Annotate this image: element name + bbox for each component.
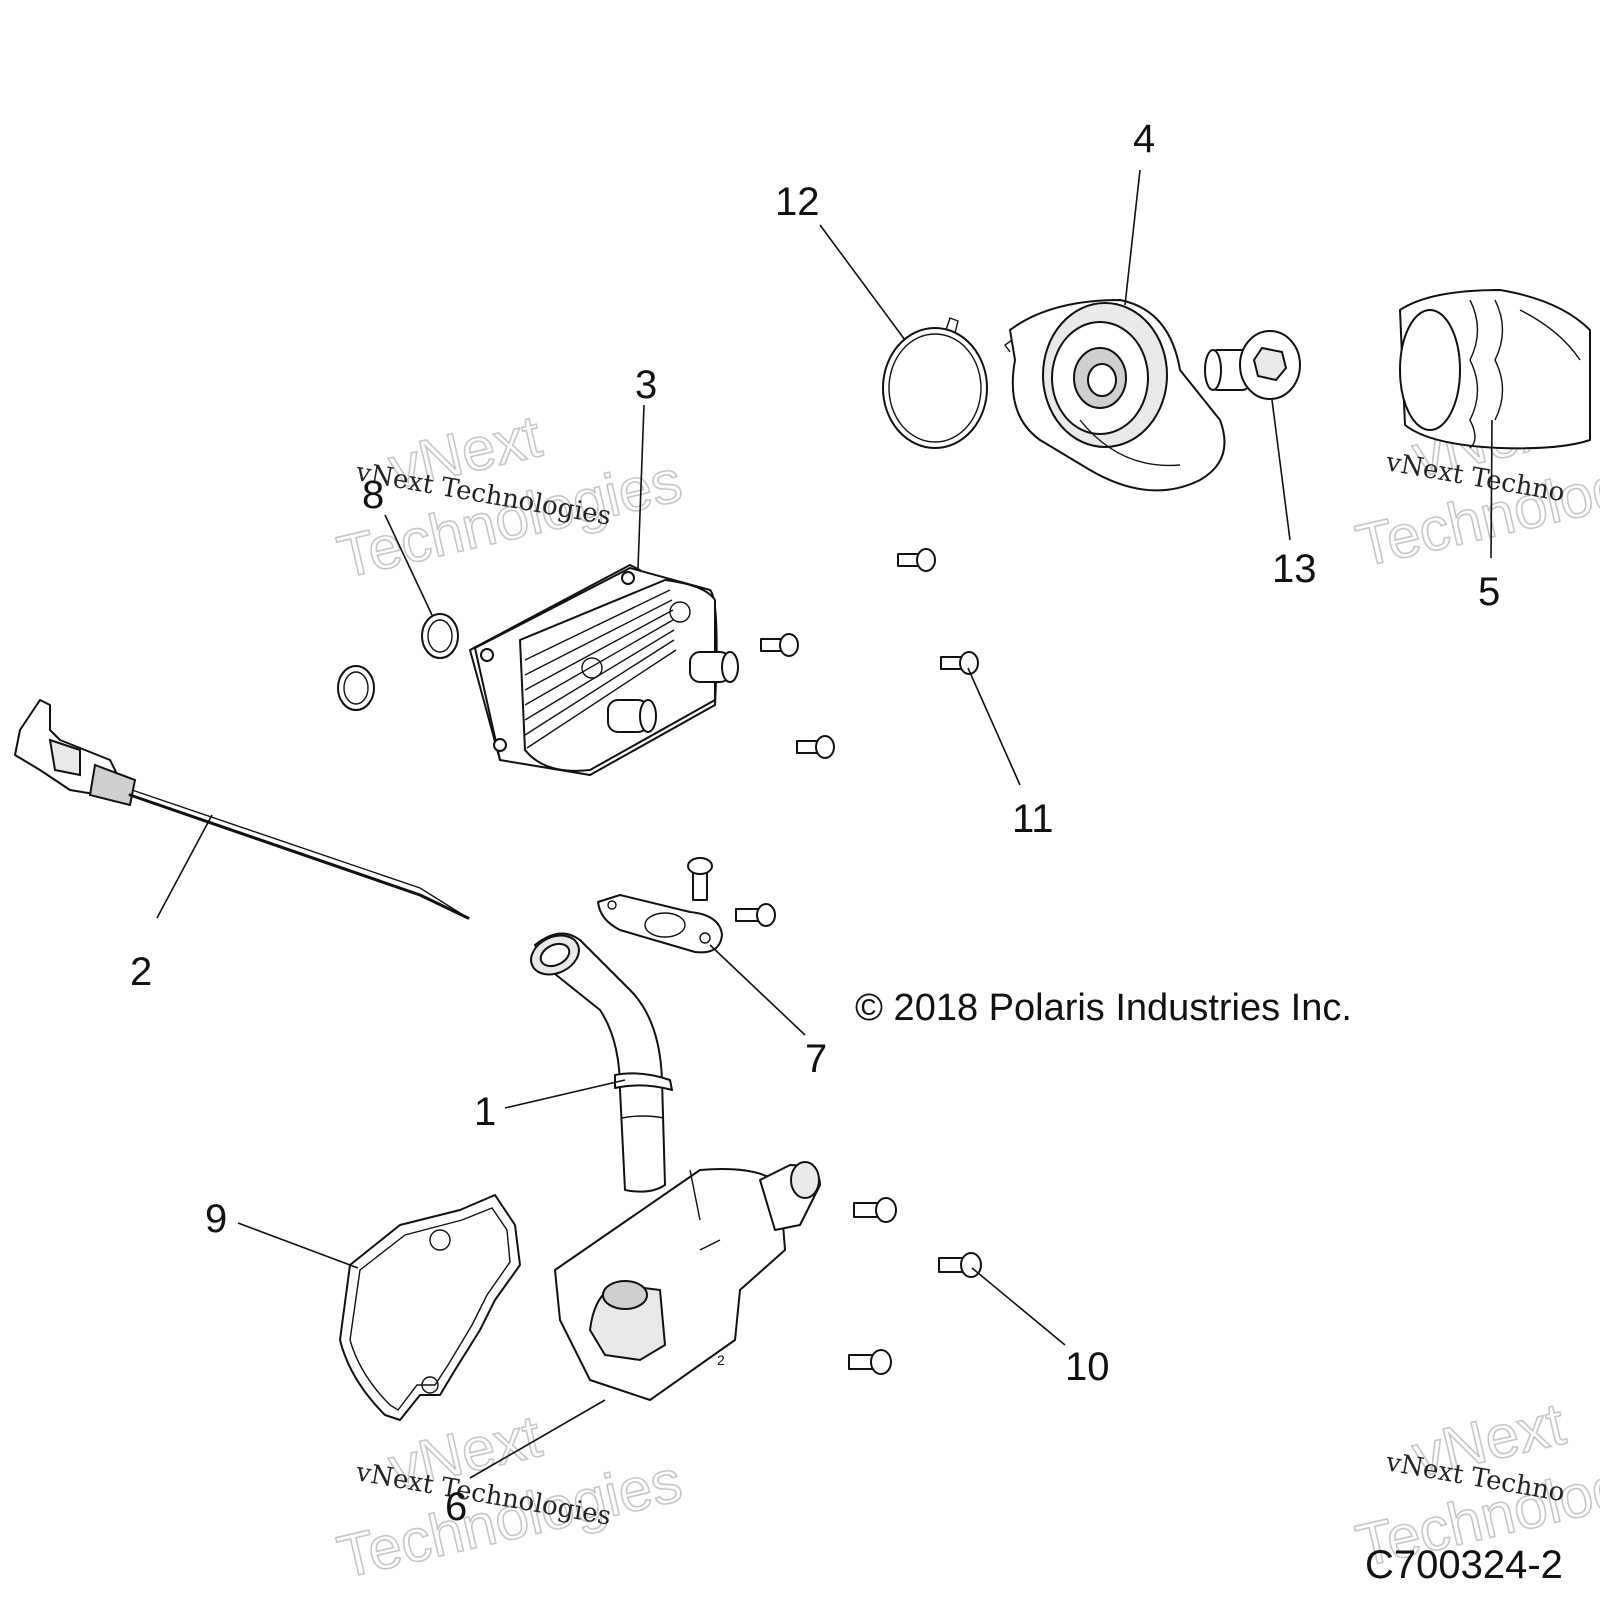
leader-3 [637,404,645,569]
callout-12: 12 [775,180,820,224]
part-7-gasket [597,894,723,954]
callout-labels: 1 2 3 4 5 6 7 8 9 10 11 12 13 [130,117,1500,1529]
part-10-screws [848,1197,982,1375]
part-4-filter-housing [1004,299,1226,492]
leader-11 [967,667,1021,786]
callout-13: 13 [1272,547,1317,591]
copyright-notice: © 2018 Polaris Industries Inc. [855,987,1352,1029]
part-8-o-rings [337,613,459,711]
callout-7: 7 [805,1037,827,1081]
leader-7 [709,944,806,1036]
callout-4: 4 [1133,117,1155,161]
part-6-oil-pump: 2 [554,1161,821,1401]
callout-2: 2 [130,950,152,994]
part-3-oil-cooler [469,564,739,776]
part-11-screws [760,548,979,759]
callout-9: 9 [205,1197,227,1241]
leader-9 [237,1222,359,1269]
leader-13 [1271,399,1291,541]
part-5-oil-filter [1399,289,1591,450]
casting-mark: 2 [717,1352,725,1368]
part-13-fitting-bolt [1204,330,1301,400]
leader-5 [1490,419,1493,559]
leader-6 [469,1399,606,1479]
leader-1 [504,1079,626,1109]
leader-12 [819,224,906,341]
callout-5: 5 [1478,570,1500,614]
part-7-bolts [687,857,776,927]
part-12-seal-ring [882,317,988,449]
leader-lines [156,169,1493,1479]
part-2-dipstick [14,699,470,920]
leader-8 [384,514,433,616]
callout-6: 6 [445,1485,467,1529]
callout-10: 10 [1065,1345,1110,1389]
leader-10 [971,1267,1066,1346]
callout-8: 8 [362,473,384,517]
diagram-code: C700324-2 [1365,1543,1563,1587]
callout-11: 11 [1012,797,1054,841]
leader-4 [1124,169,1141,306]
part-9-sump-gasket [339,1194,521,1421]
part-1-pickup-tube [530,932,673,1193]
leader-2 [156,814,213,919]
callout-3: 3 [635,363,657,407]
callout-1: 1 [474,1090,496,1134]
